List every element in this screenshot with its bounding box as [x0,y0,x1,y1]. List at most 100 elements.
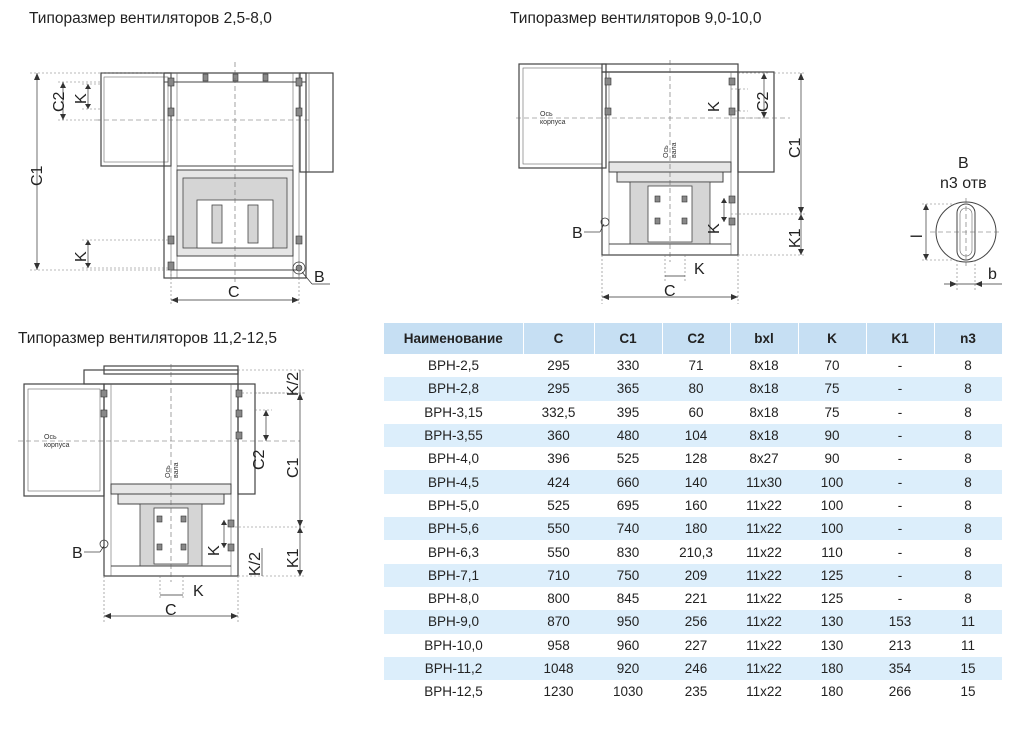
dim-label-k1: K1 [787,228,804,248]
axis-label: вала [173,462,180,478]
table-cell: 740 [594,517,662,541]
table-cell: 256 [662,610,730,634]
fan-drawing-large [18,364,306,624]
dim-label-c1: C1 [29,165,46,186]
table-cell: 125 [820,591,844,607]
detail-label-l: l [909,234,926,238]
table-cell: 525 [616,451,640,467]
dim-label-k-half: K/2 [247,552,264,576]
table-cell: 8 [964,404,972,420]
column-header: C2 [662,323,731,354]
axis-label: Ось [165,465,172,478]
table-cell: 695 [616,497,640,513]
table-cell: 213 [888,637,912,653]
outlet-duct [737,71,775,173]
inlet-duct [518,63,607,169]
table-cell: ВРН-10,0 [424,637,483,653]
table-cell: - [897,497,903,513]
table-cell: 180 [820,684,844,700]
table-cell: 845 [616,591,640,607]
table-cell: 180 [798,656,866,681]
table-cell: - [897,591,903,607]
table-cell: 100 [820,497,844,513]
dim-label-k: K [193,583,204,600]
table-cell: 140 [662,470,730,494]
table-cell: 15 [960,684,976,700]
table-cell: 11x22 [746,684,782,700]
table-cell: 8 [964,497,972,513]
inlet-duct [23,383,105,497]
dim-label-k: K [694,261,705,278]
table-cell: 295 [547,358,570,374]
column-header: C [523,323,595,354]
table-cell: 221 [684,591,708,607]
table-cell: 125 [798,563,866,587]
table-cell: 8x18 [730,377,798,401]
table-cell: 1030 [612,684,644,700]
table-cell: 396 [547,451,570,467]
table-cell: 11x22 [730,656,798,681]
table-cell: 128 [684,451,708,467]
table-cell: 525 [547,497,570,513]
table-cell: 550 [523,517,594,541]
table-cell: 8x18 [749,358,779,374]
dim-label-c2: C2 [251,449,268,470]
table-cell: ВРН-11,2 [384,656,523,681]
table-cell: 90 [824,451,840,467]
table-cell: 660 [594,470,662,494]
table-cell: 354 [866,656,934,681]
table-cell: - [866,377,934,401]
table-cell: 11x22 [730,517,798,541]
dim-label-k: K [73,251,90,262]
table-cell: 227 [684,637,708,653]
table-cell: 8 [934,563,1002,587]
axis-label: корпуса [540,119,566,126]
table-cell: 266 [888,684,912,700]
table-cell: ВРН-6,3 [427,544,480,560]
table-cell: 295 [523,377,594,401]
table-cell: 800 [547,591,570,607]
table-cell: 60 [688,404,704,420]
detail-label-b-small: b [988,266,997,283]
fan-drawing-medium [516,60,806,304]
inlet-duct-inner [103,76,169,163]
column-header: Наименование [384,323,524,354]
dim-label-k-half: K/2 [285,372,302,396]
table-cell: 8 [964,544,972,560]
dim-label-b: B [314,269,325,286]
table-cell: 750 [594,563,662,587]
table-cell: ВРН-3,55 [384,423,523,448]
dim-label-k: K [206,545,223,556]
table-cell: ВРН-3,15 [424,404,483,420]
table-cell: 235 [684,684,708,700]
table-cell: 365 [594,377,662,401]
table-cell: 8x27 [749,451,779,467]
column-header: bxl [730,323,799,354]
table-cell: 8 [934,377,1002,401]
table-cell: 710 [523,563,594,587]
table-cell: 550 [547,544,570,560]
dim-label-c2: C2 [51,91,68,112]
table-cell: 80 [662,377,730,401]
axis-label: корпуса [44,442,70,449]
fan-drawing-small [30,62,334,306]
table-cell: 100 [798,517,866,541]
table-cell: - [866,563,934,587]
axis-label: вала [671,142,678,158]
table-cell: 1230 [543,684,574,700]
table-cell: 11x22 [746,497,782,513]
table-cell: 870 [523,610,594,634]
table-cell: 130 [798,610,866,634]
table-cell: 330 [616,358,640,374]
